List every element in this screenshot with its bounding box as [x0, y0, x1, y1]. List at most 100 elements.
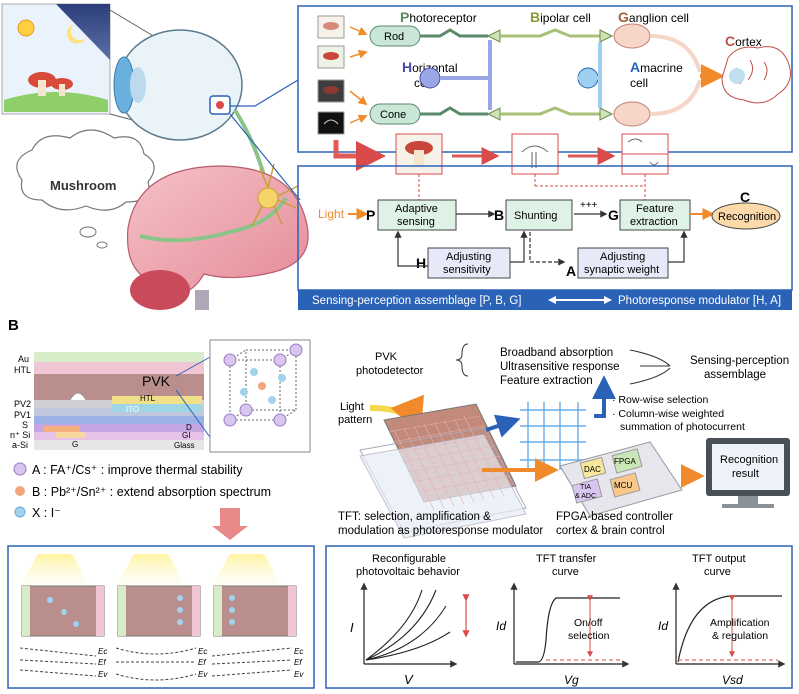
plot3-title-2: curve: [704, 566, 731, 578]
property-2: Ultrasensitive response: [500, 361, 620, 373]
legend-x: X : I⁻: [32, 506, 61, 520]
pvk-photodetector-2: photodetector: [356, 365, 424, 377]
chip-tia-1: TIA: [580, 484, 591, 491]
retina-circuit: Rod Cone: [369, 23, 791, 127]
layer-pv2: PV2: [14, 399, 31, 409]
tft-array: [359, 403, 527, 539]
brain-illustration: [126, 163, 309, 310]
adjusting-synaptic-line2: synaptic weight: [584, 264, 659, 276]
plot2-title-1: TFT transfer: [536, 553, 597, 565]
cone-label: Cone: [380, 109, 406, 121]
plot2-title-2: curve: [552, 566, 579, 578]
plot3-title-1: TFT output: [692, 553, 746, 565]
plus-signs: +++: [580, 200, 598, 211]
tft-caption-2: modulation as photoresponse modulator: [338, 525, 543, 537]
plots-box: [325, 545, 793, 689]
layer-s: S: [22, 420, 28, 430]
stack-d: D: [186, 423, 192, 432]
light-pattern-2: pattern: [338, 414, 372, 426]
plot2-xlabel: Vg: [564, 673, 579, 687]
stack-htl: HTL: [140, 394, 156, 403]
stack-glass: Glass: [174, 441, 194, 450]
adjusting-sensitivity-line1: Adjusting: [446, 251, 491, 263]
adjusting-sensitivity-line2: sensitivity: [443, 264, 491, 276]
layer-au: Au: [18, 354, 29, 364]
band-curves: [19, 647, 293, 681]
tft-caption-1: TFT: selection, amplification &: [338, 511, 491, 523]
band-ev-1: Ev: [98, 670, 108, 679]
band-ef-1: Ef: [98, 658, 106, 667]
footer-left-text: Sensing-perception assemblage [P, B, G]: [312, 295, 521, 307]
adjusting-synaptic-box: [577, 247, 669, 279]
recognition-text: Recognition: [718, 211, 776, 223]
shunting-box: [505, 199, 573, 231]
panel-b-label: B: [8, 317, 19, 334]
processed-thumbnails: [395, 133, 669, 175]
recognition-ellipse: [711, 202, 781, 230]
thought-bubble: Mushroom: [16, 129, 155, 249]
c-letter: C: [740, 189, 750, 205]
b-letter: B: [494, 207, 504, 223]
band-ev-2: Ev: [198, 670, 208, 679]
selection-note-3: summation of photocurrent: [620, 421, 745, 433]
plot-photovoltaic: Reconfigurable photovoltaic behavior I V: [350, 553, 470, 687]
light-pattern-1: Light: [340, 401, 364, 413]
bipolar-label: Bipolar cell: [530, 9, 591, 25]
legend-a: A : FA⁺/Cs⁺ : improve thermal stability: [32, 463, 243, 477]
chip-tia-2: & ADC: [575, 493, 596, 500]
pvk-photodetector-1: PVK: [375, 351, 398, 363]
plot3-note-2: & regulation: [712, 630, 768, 642]
monitor: Recognition result: [706, 438, 790, 508]
chip-fpga: FPGA: [614, 457, 636, 466]
adaptive-sensing-line1: Adaptive: [395, 203, 438, 215]
ganglion-label: Ganglion cell: [618, 9, 689, 25]
g-letter: G: [608, 207, 619, 223]
a-letter: A: [566, 263, 576, 279]
retina-circuit-box: [297, 5, 793, 153]
band-ef-3: Ef: [294, 658, 302, 667]
stack-gi: GI: [182, 431, 190, 440]
crossbar-grid: [520, 402, 586, 470]
amacrine-label-2: cell: [630, 76, 648, 90]
plot-transfer: TFT transfer curve Id Vg On/off selectio…: [496, 553, 630, 687]
photoreceptor-label: Photoreceptor: [400, 9, 477, 25]
band-diagram-cells: [20, 554, 297, 637]
fpga-caption-2: cortex & brain control: [556, 525, 665, 537]
plot2-note-1: On/off: [574, 617, 602, 629]
chip-mcu: MCU: [614, 481, 632, 490]
input-thumbnails: [317, 15, 345, 135]
panel-a-footer-bar: [298, 290, 792, 310]
band-ec-2: Ec: [198, 647, 207, 656]
feature-extraction-box: [619, 199, 691, 231]
plot3-xlabel: Vsd: [722, 673, 743, 687]
adaptive-sensing-line2: sensing: [397, 216, 435, 228]
perovskite-crystal: [175, 339, 311, 453]
rod-label: Rod: [384, 31, 404, 43]
recognition-result-1: Recognition: [720, 454, 778, 466]
plot1-title-1: Reconfigurable: [372, 553, 446, 565]
property-3: Feature extraction: [500, 375, 593, 387]
plot1-title-2: photovoltaic behavior: [356, 566, 460, 578]
feature-extraction-line2: extraction: [630, 216, 678, 228]
adaptive-sensing-box: [377, 199, 457, 231]
legend-b: B : Pb²⁺/Sn²⁺ : extend absorption spectr…: [32, 485, 271, 499]
footer-right-text: Photoresponse modulator [H, A]: [618, 295, 781, 307]
plot3-ylabel: Id: [658, 619, 668, 633]
layer-nsi: n⁺ Si: [10, 430, 30, 440]
shunting-text: Shunting: [514, 210, 557, 222]
property-1: Broadband absorption: [500, 347, 613, 359]
layer-asi: a-Si: [12, 440, 28, 450]
band-ef-2: Ef: [198, 658, 206, 667]
p-letter: P: [366, 207, 375, 223]
plot2-ylabel: Id: [496, 619, 506, 633]
amacrine-label: Amacrine: [630, 59, 683, 75]
layer-htl: HTL: [14, 365, 31, 375]
selection-note-1: · Row-wise selection: [612, 394, 708, 406]
band-ev-3: Ev: [294, 670, 304, 679]
band-diagram-box: [7, 545, 315, 689]
adjusting-synaptic-line1: Adjusting: [600, 251, 645, 263]
stack-ito: ITO: [126, 405, 139, 414]
sensing-assemblage-2: assemblage: [704, 369, 766, 381]
plot1-xlabel: V: [404, 672, 414, 687]
